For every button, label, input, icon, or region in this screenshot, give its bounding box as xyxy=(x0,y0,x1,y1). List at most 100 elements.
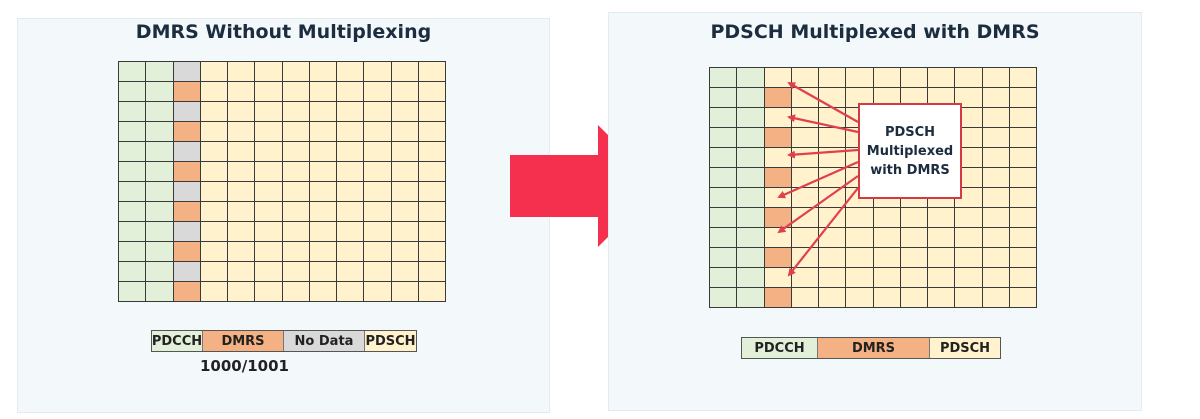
right-cell-pdsch xyxy=(764,228,792,248)
left-cell-pdcch xyxy=(146,62,174,82)
right-cell-pdsch xyxy=(791,248,819,268)
right-cell-pdsch xyxy=(791,188,819,208)
right-cell-pdcch xyxy=(737,268,765,288)
right-cell-pdsch xyxy=(819,188,847,208)
left-cell-pdcch xyxy=(119,182,147,202)
left-cell-pdcch xyxy=(119,102,147,122)
left-cell-pdcch xyxy=(146,182,174,202)
legend-pdsch: PDSCH xyxy=(930,338,1000,358)
right-cell-pdcch xyxy=(710,168,738,188)
right-cell-pdsch xyxy=(1009,208,1037,228)
right-cell-pdsch xyxy=(1009,188,1037,208)
right-cell-pdsch xyxy=(764,188,792,208)
right-cell-pdcch xyxy=(710,68,738,88)
right-cell-pdcch xyxy=(737,228,765,248)
left-cell-pdsch xyxy=(337,282,365,302)
right-cell-pdsch xyxy=(1009,248,1037,268)
left-cell-pdsch xyxy=(228,142,256,162)
left-cell-pdsch xyxy=(337,182,365,202)
right-cell-pdsch xyxy=(819,268,847,288)
left-cell-pdsch xyxy=(282,242,310,262)
left-resource-grid xyxy=(118,61,446,302)
right-cell-pdcch xyxy=(710,88,738,108)
right-cell-pdsch xyxy=(1009,288,1037,308)
right-cell-pdsch xyxy=(982,288,1010,308)
left-caption: 1000/1001 xyxy=(200,357,289,375)
right-cell-pdsch xyxy=(955,88,983,108)
right-cell-pdcch xyxy=(710,148,738,168)
right-cell-pdcch xyxy=(710,248,738,268)
right-cell-pdsch xyxy=(1009,168,1037,188)
right-cell-pdsch xyxy=(928,228,956,248)
left-cell-pdsch xyxy=(391,82,419,102)
left-cell-no-data xyxy=(173,142,201,162)
left-cell-pdsch xyxy=(337,142,365,162)
left-cell-pdsch xyxy=(282,282,310,302)
right-cell-pdcch xyxy=(710,108,738,128)
left-cell-pdsch xyxy=(418,202,446,222)
right-cell-pdsch xyxy=(846,248,874,268)
right-cell-dmrs xyxy=(764,288,792,308)
right-cell-pdcch xyxy=(737,108,765,128)
right-cell-pdsch xyxy=(846,208,874,228)
left-cell-pdcch xyxy=(146,222,174,242)
left-cell-pdsch xyxy=(228,262,256,282)
left-cell-pdsch xyxy=(309,102,337,122)
right-cell-pdcch xyxy=(710,128,738,148)
left-cell-pdsch xyxy=(282,62,310,82)
right-cell-pdsch xyxy=(955,128,983,148)
left-cell-pdsch xyxy=(337,122,365,142)
left-cell-pdsch xyxy=(337,242,365,262)
right-cell-pdsch xyxy=(819,168,847,188)
left-cell-pdsch xyxy=(255,282,283,302)
left-cell-pdcch xyxy=(146,142,174,162)
left-cell-pdsch xyxy=(391,262,419,282)
left-cell-pdsch xyxy=(228,202,256,222)
left-cell-pdsch xyxy=(364,222,392,242)
left-cell-pdsch xyxy=(228,62,256,82)
right-cell-pdsch xyxy=(1009,68,1037,88)
left-cell-pdsch xyxy=(282,82,310,102)
left-cell-pdsch xyxy=(391,202,419,222)
left-cell-pdsch xyxy=(228,282,256,302)
right-cell-pdsch xyxy=(819,148,847,168)
right-cell-pdsch xyxy=(982,168,1010,188)
left-cell-no-data xyxy=(173,262,201,282)
left-cell-pdsch xyxy=(255,122,283,142)
right-cell-dmrs xyxy=(764,248,792,268)
right-cell-pdsch xyxy=(873,228,901,248)
right-cell-pdsch xyxy=(955,68,983,88)
left-cell-pdsch xyxy=(228,82,256,102)
left-cell-pdsch xyxy=(200,142,228,162)
right-cell-pdsch xyxy=(955,288,983,308)
left-cell-pdsch xyxy=(309,262,337,282)
right-cell-pdsch xyxy=(955,208,983,228)
left-cell-pdsch xyxy=(309,222,337,242)
right-cell-pdsch xyxy=(819,288,847,308)
legend-pdsch: PDSCH xyxy=(365,331,416,351)
left-cell-pdsch xyxy=(364,202,392,222)
right-cell-pdsch xyxy=(1009,228,1037,248)
left-cell-pdsch xyxy=(309,142,337,162)
right-cell-pdsch xyxy=(982,248,1010,268)
left-cell-pdcch xyxy=(119,142,147,162)
left-cell-pdsch xyxy=(200,82,228,102)
left-cell-pdsch xyxy=(200,182,228,202)
legend-pdcch: PDCCH xyxy=(742,338,818,358)
left-cell-pdsch xyxy=(200,222,228,242)
right-cell-pdsch xyxy=(900,68,928,88)
left-cell-pdsch xyxy=(418,222,446,242)
left-cell-pdsch xyxy=(337,62,365,82)
right-cell-pdsch xyxy=(791,148,819,168)
right-cell-pdsch xyxy=(819,68,847,88)
right-cell-pdsch xyxy=(955,168,983,188)
legend-dmrs: DMRS xyxy=(818,338,930,358)
left-cell-pdcch xyxy=(119,282,147,302)
right-cell-pdsch xyxy=(982,88,1010,108)
left-cell-pdsch xyxy=(255,262,283,282)
right-cell-pdsch xyxy=(873,288,901,308)
right-cell-pdcch xyxy=(737,68,765,88)
left-cell-pdcch xyxy=(119,62,147,82)
left-cell-pdsch xyxy=(228,182,256,202)
left-cell-pdsch xyxy=(309,82,337,102)
